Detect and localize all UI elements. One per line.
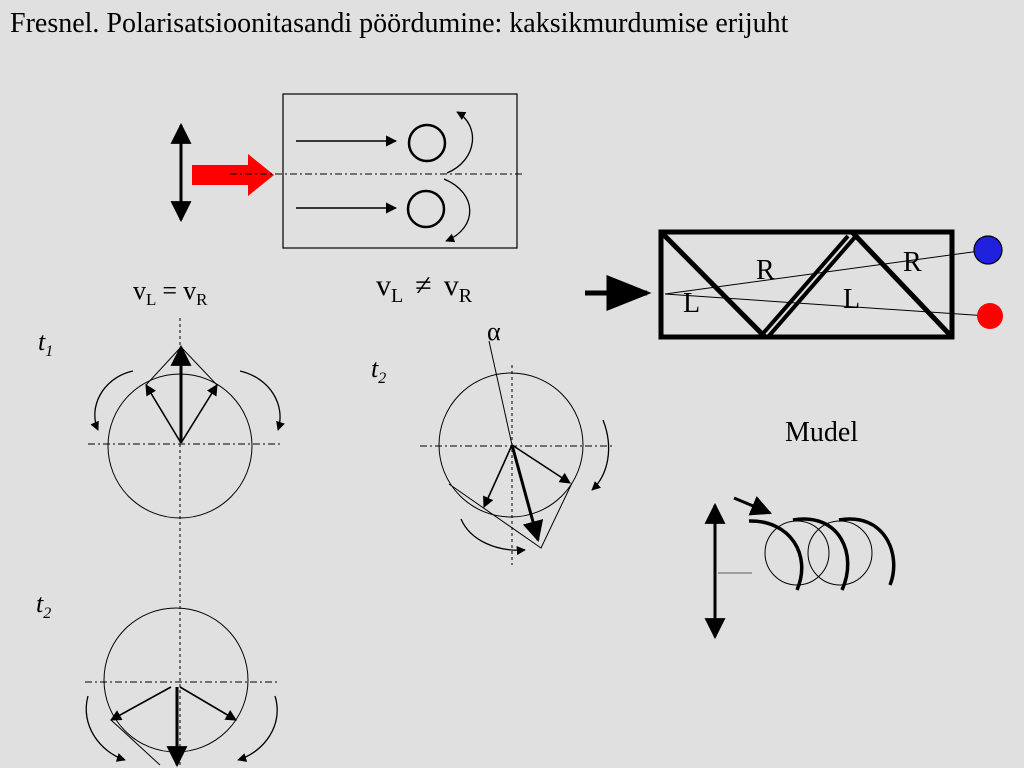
t2-parallelogram-left bbox=[110, 719, 161, 766]
prism-label-R1: R bbox=[756, 255, 775, 286]
t1-label: t1 bbox=[38, 327, 53, 360]
t1-vector-left bbox=[145, 384, 182, 444]
circle-upper bbox=[407, 123, 447, 163]
t2-vector-middle-a bbox=[483, 444, 513, 509]
prism-diagonal-2 bbox=[758, 234, 850, 339]
prism-diagonal-3 bbox=[766, 234, 858, 339]
prism-frame bbox=[658, 229, 955, 340]
velocity-unequal-label: vL≠vR bbox=[376, 269, 473, 307]
beam-to-blue bbox=[664, 249, 988, 295]
rotation-arrow-upper bbox=[446, 111, 473, 174]
page-title: Fresnel. Polarisatsioonitasandi pöördumi… bbox=[10, 8, 789, 39]
prism-label-L1: L bbox=[683, 288, 700, 319]
blue-output-dot bbox=[973, 235, 1003, 265]
t2-vector-middle-b bbox=[511, 444, 571, 484]
rotation-arrow-lower bbox=[443, 178, 471, 243]
alpha-angle-line bbox=[488, 340, 513, 446]
model-label: Mudel bbox=[785, 417, 858, 448]
beam-to-red bbox=[664, 293, 989, 317]
prism-diagonal-1 bbox=[659, 230, 767, 339]
t1-vector-right bbox=[180, 384, 218, 444]
model-helix-arc-3 bbox=[838, 517, 896, 586]
model-propagation-arrow bbox=[733, 496, 772, 516]
model-helix-arc-1 bbox=[748, 519, 804, 591]
input-beam-arrow bbox=[192, 154, 274, 196]
model-circle-2 bbox=[807, 520, 873, 586]
t2-rotation-middle-a bbox=[591, 419, 610, 491]
t2-vector-left-b bbox=[179, 686, 237, 721]
prism-diagonal-4 bbox=[850, 230, 954, 339]
prism-label-L2: L bbox=[843, 284, 860, 315]
t2-rotation-middle-b bbox=[460, 518, 526, 556]
model-circle-1 bbox=[764, 520, 830, 586]
t2-circle-middle bbox=[438, 372, 584, 518]
velocity-equal-label: vL=vR bbox=[133, 276, 208, 309]
medium-box bbox=[282, 93, 518, 249]
model-helix-arc-2 bbox=[792, 517, 850, 591]
t1-parallelogram bbox=[145, 346, 218, 386]
t1-rotation-left bbox=[90, 370, 134, 431]
t2-rotation-left-b bbox=[237, 695, 278, 762]
t2-resultant-vector-middle bbox=[510, 444, 544, 543]
circle-lower bbox=[406, 189, 446, 229]
alpha-label: α bbox=[487, 317, 501, 346]
prism-label-R2: R bbox=[903, 247, 922, 278]
t2-label-middle: t2 bbox=[371, 354, 386, 387]
t1-rotation-right bbox=[239, 370, 285, 431]
t2-label-left: t2 bbox=[36, 589, 51, 622]
t2-parallelogram-middle bbox=[448, 482, 573, 549]
t2-rotation-left-a bbox=[85, 695, 126, 762]
red-output-dot bbox=[977, 303, 1003, 329]
t2-vector-left-a bbox=[110, 686, 172, 721]
